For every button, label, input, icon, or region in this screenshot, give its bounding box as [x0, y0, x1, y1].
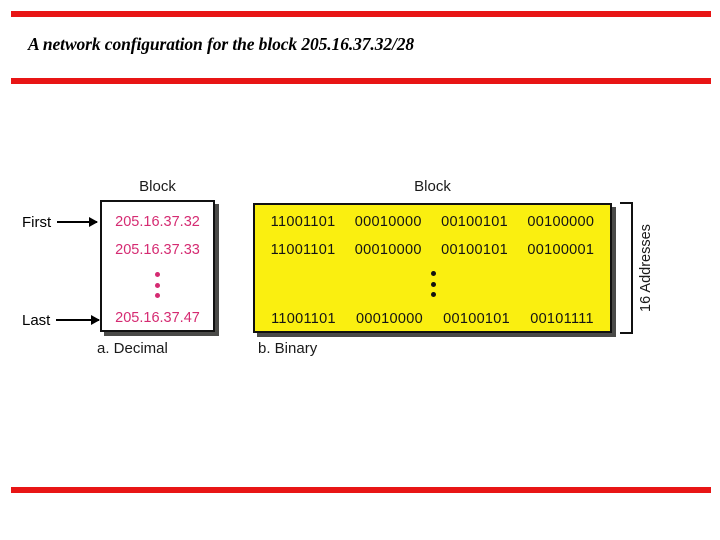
- decimal-address-row: 205.16.37.47: [115, 310, 200, 326]
- binary-octet: 11001101: [270, 242, 336, 258]
- binary-octet: 00010000: [354, 214, 422, 230]
- binary-octet: 00100000: [527, 214, 595, 230]
- binary-octet: 00010000: [356, 311, 423, 327]
- binary-panel-caption: b. Binary: [258, 340, 318, 357]
- page-title: A network configuration for the block 20…: [28, 34, 415, 54]
- vertical-ellipsis-icon: [431, 271, 436, 297]
- last-address-annotation: Last: [22, 311, 101, 329]
- address-count-annotation: 16 Addresses: [637, 202, 655, 334]
- arrow-right-icon: [56, 315, 101, 325]
- decimal-block-header: Block: [139, 178, 176, 195]
- binary-address-panel: 11001101 00010000 00100101 00100000 1100…: [253, 203, 612, 333]
- binary-octet: 00101111: [530, 311, 594, 327]
- header-rule-top: [11, 11, 711, 17]
- last-label: Last: [22, 311, 51, 329]
- range-bracket-icon: [620, 202, 633, 334]
- footer-rule: [11, 487, 711, 493]
- binary-octet: 11001101: [270, 214, 336, 230]
- binary-octet: 00100101: [441, 214, 508, 230]
- decimal-address-row: 205.16.37.33: [115, 242, 200, 258]
- first-address-annotation: First: [22, 213, 99, 231]
- binary-octet: 11001101: [271, 311, 336, 327]
- binary-address-row: 11001101 00010000 00100101 00100000: [255, 214, 610, 230]
- binary-octet: 00100101: [443, 311, 511, 327]
- binary-octet: 00010000: [354, 242, 422, 258]
- decimal-panel-caption: a. Decimal: [97, 340, 168, 357]
- header-rule-bottom: [11, 78, 711, 84]
- arrow-right-icon: [57, 217, 99, 227]
- decimal-address-row: 205.16.37.32: [115, 214, 200, 230]
- binary-octet: 00100101: [441, 242, 508, 258]
- binary-address-row: 11001101 00010000 00100101 00101111: [255, 311, 610, 327]
- binary-octet: 00100001: [527, 242, 595, 258]
- first-label: First: [22, 213, 52, 231]
- vertical-ellipsis-icon: [154, 272, 160, 298]
- decimal-address-panel: 205.16.37.32 205.16.37.33 205.16.37.47: [100, 200, 215, 332]
- binary-address-row: 11001101 00010000 00100101 00100001: [255, 242, 610, 258]
- address-count-label: 16 Addresses: [638, 224, 654, 312]
- binary-block-header: Block: [414, 178, 451, 195]
